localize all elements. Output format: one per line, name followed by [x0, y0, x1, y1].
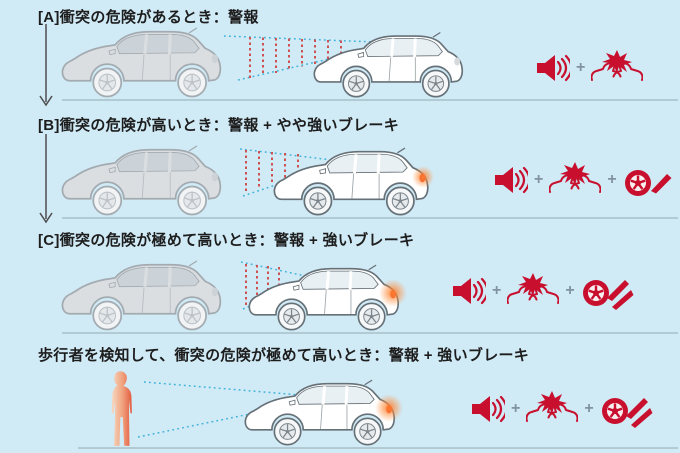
- plus-separator: +: [565, 282, 575, 299]
- strong-brake-icon: [600, 389, 654, 429]
- stage-pedestrian-title: 歩行者を検知して、衝突の危険が極めて高いとき：警報 + 強いブレーキ: [38, 347, 530, 364]
- stage-pedestrian-actions: + +: [471, 389, 654, 429]
- ego-car: [249, 265, 399, 330]
- warning-sound-icon: [536, 53, 570, 83]
- warning-sound-icon: [452, 276, 486, 306]
- pedestrian: [111, 371, 132, 446]
- stage-c-actions: + +: [452, 271, 635, 311]
- ego-car: [245, 380, 395, 445]
- collision-icon: [591, 50, 644, 81]
- lead-car: [62, 28, 221, 97]
- radar-echo-lines: [245, 264, 280, 306]
- brake-light-glow: [412, 166, 434, 188]
- ego-car: [314, 32, 463, 97]
- stage-a-title: [A]衝突の危険があるとき：警報: [38, 9, 259, 26]
- ego-car: [274, 148, 428, 215]
- warning-sound-icon: [494, 165, 528, 195]
- plus-separator: +: [584, 400, 594, 417]
- plus-separator: +: [607, 171, 617, 188]
- plus-separator: +: [492, 282, 502, 299]
- radar-echo-lines: [245, 150, 299, 194]
- collision-icon: [507, 273, 560, 304]
- stage-pedestrian-scene: [78, 371, 678, 449]
- strong-brake-icon: [581, 271, 635, 311]
- weak-brake-icon: [623, 161, 675, 199]
- radar-beam: [239, 148, 333, 197]
- stage-a-scene: [62, 28, 678, 101]
- flow-arrow-b-to-c: [39, 134, 53, 224]
- plus-separator: +: [534, 171, 544, 188]
- brake-light-glow: [375, 394, 403, 422]
- stage-b-title: [B]衝突の危険が高いとき：警報 + やや強いブレーキ: [38, 117, 400, 134]
- lead-car: [62, 146, 221, 215]
- stage-c-title: [C]衝突の危険が極めて高いとき：警報 + 強いブレーキ: [38, 232, 415, 249]
- stage-a-actions: +: [536, 50, 644, 86]
- collision-icon: [549, 162, 602, 193]
- stage-b-scene: [62, 146, 678, 219]
- stage-b-actions: + +: [494, 161, 675, 199]
- plus-separator: +: [511, 400, 521, 417]
- warning-sound-icon: [471, 394, 505, 424]
- brake-light-glow: [379, 279, 407, 307]
- lead-car: [62, 261, 221, 330]
- radar-echo-lines: [249, 37, 342, 78]
- stage-c-scene: [62, 261, 678, 334]
- flow-arrow-a-to-b: [39, 24, 53, 107]
- plus-separator: +: [576, 59, 586, 76]
- radar-beam: [137, 381, 313, 438]
- collision-icon: [526, 391, 579, 422]
